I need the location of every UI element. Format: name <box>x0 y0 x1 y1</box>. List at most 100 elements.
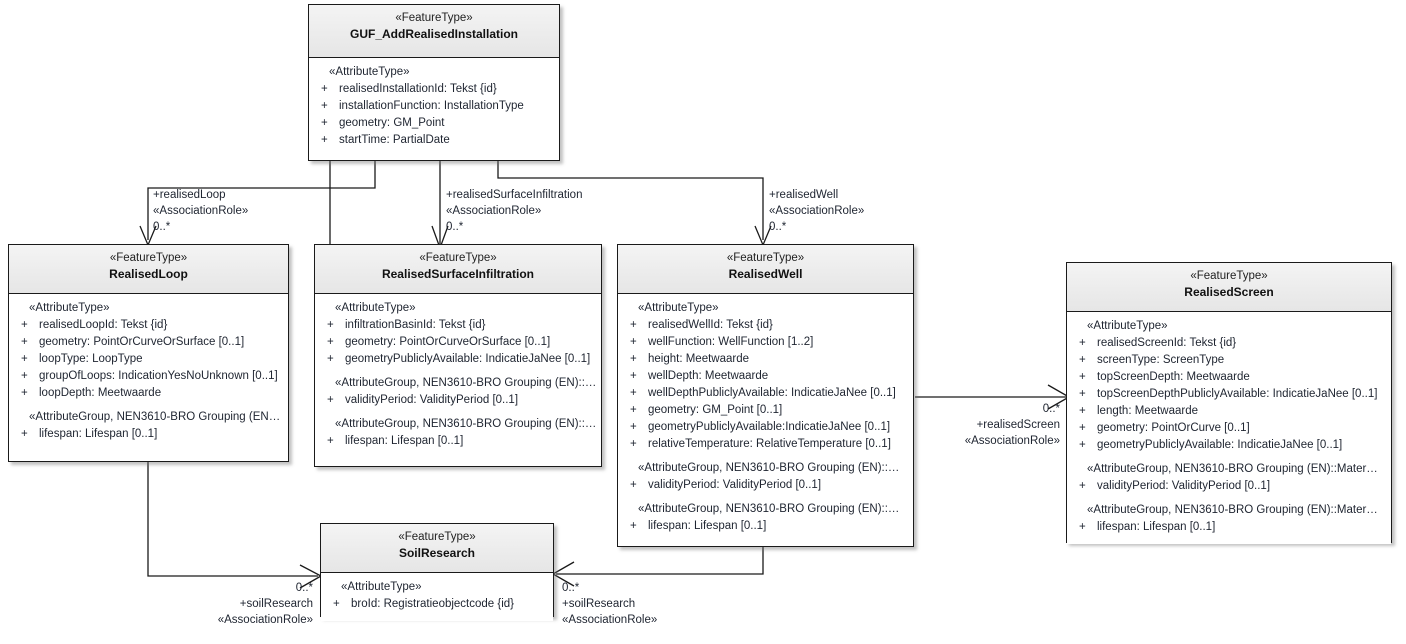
visibility-marker: + <box>327 435 334 447</box>
visibility-marker: + <box>321 117 328 129</box>
class-title: GUF_AddRealisedInstallation <box>349 27 519 41</box>
attribute-text: loopDepth: Meetwaarde <box>39 387 162 399</box>
association-label-realised-well: +realisedWell «AssociationRole» 0..* <box>769 187 864 235</box>
attribute-text: geometryPubliclyAvailable: IndicatieJaNe… <box>1097 439 1343 451</box>
attribute-group-label: «AttributeType» <box>329 66 410 78</box>
association-multiplicity: 0..* <box>1042 403 1060 415</box>
attribute-text: relativeTemperature: RelativeTemperature… <box>648 438 891 450</box>
attribute-row: +installationFunction: InstallationType <box>309 98 559 115</box>
attribute-text: realisedLoopId: Tekst {id} <box>39 319 168 331</box>
class-realised-screen[interactable]: «FeatureType» RealisedScreen «AttributeT… <box>1066 262 1392 544</box>
attribute-text: geometry: PointOrCurveOrSurface [0..1] <box>345 336 551 348</box>
class-stereotype: «FeatureType» <box>395 12 473 24</box>
visibility-marker: + <box>21 370 28 382</box>
class-title: RealisedWell <box>728 267 803 281</box>
attribute-group-label: «AttributeGroup, NEN3610-BRO Grouping (E… <box>638 503 900 515</box>
attribute-text: installationFunction: InstallationType <box>339 100 524 112</box>
attribute-row: +lifespan: Lifespan [0..1] <box>9 426 288 443</box>
attribute-text: length: Meetwaarde <box>1097 405 1199 417</box>
visibility-marker: + <box>1079 337 1086 349</box>
class-stereotype: «FeatureType» <box>726 252 805 264</box>
visibility-marker: + <box>21 387 28 399</box>
visibility-marker: + <box>1079 354 1086 366</box>
attribute-row: +wellFunction: WellFunction [1..2] <box>618 334 913 351</box>
visibility-marker: + <box>333 598 340 610</box>
connector-soil-research-loop[interactable] <box>147 462 323 589</box>
attribute-row: +geometryPubliclyAvailable: IndicatieJaN… <box>1067 437 1391 454</box>
attribute-group-label: «AttributeGroup, NEN3610-BRO Grouping (E… <box>638 462 900 474</box>
class-header: «FeatureType» RealisedScreen <box>1067 263 1391 312</box>
association-role: +soilResearch <box>239 598 313 610</box>
class-header: «FeatureType» RealisedSurfaceInfiltratio… <box>315 245 601 294</box>
attribute-text: geometryPubliclyAvailable:IndicatieJaNee… <box>648 421 891 433</box>
attribute-group-label: «AttributeGroup, NEN3610-BRO Grouping (E… <box>335 418 597 430</box>
visibility-marker: + <box>1079 521 1086 533</box>
attribute-row: + loopDepth: Meetwaarde <box>9 385 288 402</box>
association-role: +realisedSurfaceInfiltration <box>446 189 583 201</box>
visibility-marker: + <box>1079 388 1086 400</box>
attribute-text: startTime: PartialDate <box>339 134 450 146</box>
attribute-row: +realisedWellId: Tekst {id} <box>618 317 913 334</box>
attribute-row: +lifespan: Lifespan [0..1] <box>618 518 913 535</box>
attribute-text: realisedWellId: Tekst {id} <box>648 319 773 331</box>
class-soil-research[interactable]: «FeatureType» SoilResearch «AttributeTyp… <box>320 523 554 621</box>
association-multiplicity: 0..* <box>295 582 313 594</box>
class-realised-surface-infiltration[interactable]: «FeatureType» RealisedSurfaceInfiltratio… <box>314 244 602 467</box>
association-label-soil-research-well: 0..* +soilResearch «AssociationRole» <box>562 580 657 628</box>
association-role: +realisedWell <box>769 189 839 201</box>
attribute-text: wellDepth: Meetwaarde <box>648 370 769 382</box>
class-title: RealisedSurfaceInfiltration <box>381 267 535 281</box>
attribute-row: +realisedScreenId: Tekst {id} <box>1067 335 1391 352</box>
attribute-text: validityPeriod: ValidityPeriod [0..1] <box>1097 480 1271 492</box>
attribute-row: +geometry: GM_Point <box>309 115 559 132</box>
attribute-group-label: «AttributeType» <box>335 302 416 314</box>
attribute-text: geometry: PointOrCurveOrSurface [0..1] <box>39 336 245 348</box>
attribute-row: +realisedLoopId: Tekst {id} <box>9 317 288 334</box>
association-multiplicity: 0..* <box>562 582 580 594</box>
association-role: +realisedScreen <box>976 419 1060 431</box>
visibility-marker: + <box>1079 422 1086 434</box>
attribute-row: + relativeTemperature: RelativeTemperatur… <box>618 436 913 453</box>
attribute-row: +broId: Registratieobjectcode {id} <box>321 596 553 613</box>
attribute-group-label: «AttributeGroup, NEN3610-BRO Grouping (E… <box>335 377 597 389</box>
attribute-row: +lifespan: Lifespan [0..1] <box>315 433 601 450</box>
attribute-row: + height: Meetwaarde <box>618 351 913 368</box>
association-label-realised-screen: 0..* +realisedScreen «AssociationRole» <box>888 401 1060 449</box>
visibility-marker: + <box>321 83 328 95</box>
attribute-row: +validityPeriod: ValidityPeriod [0..1] <box>618 477 913 494</box>
attribute-text: loopType: LoopType <box>39 353 143 365</box>
visibility-marker: + <box>327 394 334 406</box>
attribute-text: geometry: PointOrCurve [0..1] <box>1097 422 1250 434</box>
association-stereotype: «AssociationRole» <box>562 614 658 626</box>
class-body: «AttributeType» +realisedScreenId: Tekst… <box>1067 312 1391 544</box>
association-label-realised-loop: +realisedLoop «AssociationRole» 0..* <box>153 187 248 235</box>
class-body: «AttributeType» +broId: Registratieobjec… <box>321 573 553 621</box>
visibility-marker: + <box>21 428 28 440</box>
attribute-row: +realisedInstallationId: Tekst {id} <box>309 81 559 98</box>
attribute-row: + validityPeriod: ValidityPeriod [0..1] <box>315 392 601 409</box>
attribute-text: infiltrationBasinId: Tekst {id} <box>345 319 486 331</box>
attribute-text: wellFunction: WellFunction [1..2] <box>648 336 814 348</box>
attribute-text: geometry: GM_Point [0..1] <box>648 404 783 416</box>
attribute-group-label: «AttributeType» <box>29 302 110 314</box>
visibility-marker: + <box>630 353 637 365</box>
attribute-text: validityPeriod: ValidityPeriod [0..1] <box>345 394 519 406</box>
class-guf-add-realised-installation[interactable]: «FeatureType» GUF_AddRealisedInstallatio… <box>308 4 560 161</box>
visibility-marker: + <box>630 438 637 450</box>
visibility-marker: + <box>327 336 334 348</box>
class-realised-well[interactable]: «FeatureType» RealisedWell «AttributeTyp… <box>617 244 914 547</box>
association-stereotype: «AssociationRole» <box>446 205 542 217</box>
attribute-text: height: Meetwaarde <box>648 353 750 365</box>
attribute-row: +geometry: PointOrCurveOrSurface [0..1] <box>9 334 288 351</box>
attribute-row: +topScreenDepthPubliclyAvailable: Indica… <box>1067 386 1391 403</box>
visibility-marker: + <box>1079 480 1086 492</box>
attribute-group-label: «AttributeType» <box>341 581 422 593</box>
association-multiplicity: 0..* <box>769 221 787 233</box>
attribute-row: +geometryPubliclyAvailable: IndicatieJaN… <box>315 351 601 368</box>
class-stereotype: «FeatureType» <box>398 531 476 543</box>
class-realised-loop[interactable]: «FeatureType» RealisedLoop «AttributeTyp… <box>8 244 289 462</box>
attribute-row: +wellDepth: Meetwaarde <box>618 368 913 385</box>
attribute-text: topScreenDepth: Meetwaarde <box>1097 371 1250 383</box>
connector-realised-surface-infiltration[interactable] <box>328 160 449 250</box>
